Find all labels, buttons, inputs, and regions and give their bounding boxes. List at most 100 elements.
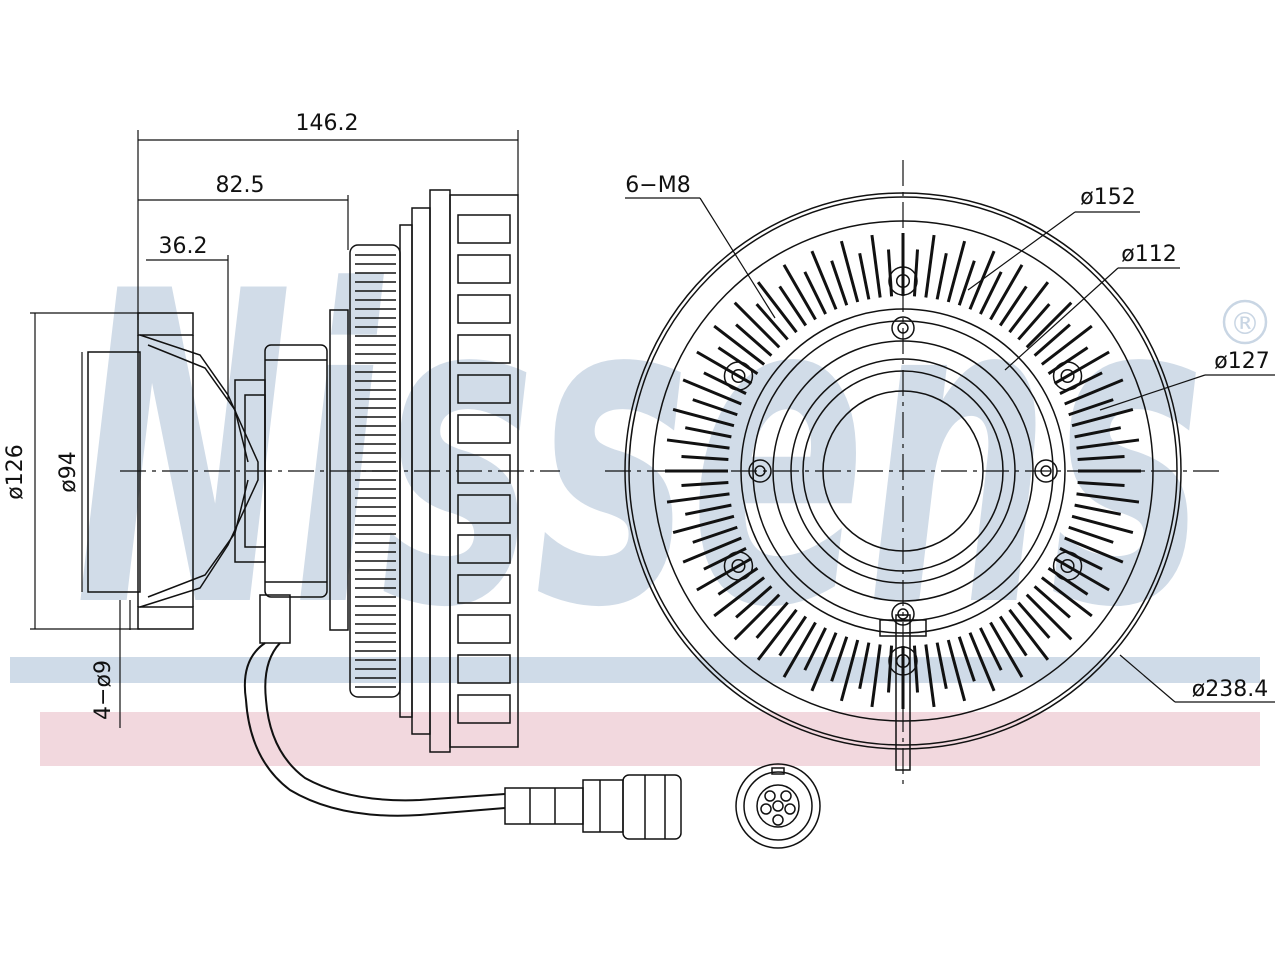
fan-fin [830, 260, 849, 306]
bolt-hole-inner [897, 608, 909, 620]
dim-pilot-diameter: ø94 [56, 451, 81, 492]
side-fin-slot [457, 694, 511, 724]
side-fin-slot [457, 374, 511, 404]
bolt-hole [891, 602, 915, 626]
dimension-lines [30, 130, 1275, 728]
bolt-hole-inner [1040, 465, 1052, 477]
fan-fin [666, 438, 730, 450]
fan-fin [778, 615, 808, 657]
watermark-red-band [40, 712, 1260, 766]
dim-fan-diameter: ø238.4 [1192, 677, 1268, 702]
side-fin-slot [457, 494, 511, 524]
fan-fin [1053, 350, 1110, 385]
fan-fin [1033, 323, 1071, 357]
fan-fin [1074, 426, 1122, 439]
bolt-holes [723, 266, 1083, 676]
fan-fin [935, 252, 948, 300]
fan-fin [858, 252, 871, 300]
fan-fin [735, 585, 773, 619]
bolt-hole-inner [731, 558, 746, 574]
fan-fin [979, 627, 1003, 671]
bolt-hole [748, 459, 772, 483]
fan-fin [1068, 525, 1114, 544]
bolt-hole [1052, 361, 1083, 391]
fan-fin [666, 492, 730, 504]
fan-fin [935, 642, 948, 690]
fan-fin [1076, 438, 1140, 450]
bolt-hole-inner [731, 368, 746, 384]
fan-fin [839, 639, 860, 702]
bolt-hole-inner [895, 273, 911, 289]
fan-fin [681, 480, 729, 488]
fan-fin [998, 285, 1028, 327]
fan-fin [810, 250, 838, 310]
fan-fin [756, 281, 798, 334]
fan-fin [681, 454, 729, 462]
bolt-hole [1034, 459, 1058, 483]
side-fin-slot [457, 654, 511, 684]
fan-fin [1040, 576, 1093, 618]
fan-fin [755, 601, 789, 639]
fan-fin [924, 234, 936, 298]
side-fin-slot [457, 614, 511, 644]
fan-body [329, 189, 519, 753]
fan-fin [946, 639, 967, 702]
fan-fin [735, 323, 773, 357]
dim-diameter-127: ø127 [1214, 349, 1269, 374]
fan-fin [1077, 480, 1125, 488]
fan-fin [713, 576, 766, 618]
fan-fin [1071, 407, 1134, 428]
side-fin-slot [457, 454, 511, 484]
fan-fin [1077, 454, 1125, 462]
fan-fin [778, 285, 808, 327]
fan-fin [1008, 281, 1050, 334]
fan-fins [665, 233, 1141, 709]
fan-fin [979, 271, 1003, 315]
clutch-hub [234, 344, 328, 598]
fan-fin [839, 240, 860, 303]
bolt-hole [723, 361, 754, 391]
side-fin-slot [457, 214, 511, 244]
fan-fin [998, 615, 1028, 657]
fan-fin [968, 632, 996, 692]
fan-fin [1025, 593, 1073, 641]
dim-outer-diameter-side: ø126 [3, 444, 28, 499]
fan-fin [803, 627, 827, 671]
fan-fin [696, 350, 753, 385]
fan-fin [672, 407, 735, 428]
bolt-hole-inner [1060, 368, 1075, 384]
fan-fin [1064, 378, 1124, 406]
fan-fin [989, 264, 1024, 321]
bolt-hole-inner [1060, 558, 1075, 574]
fan-fin [1076, 492, 1140, 504]
side-fin-slot [457, 334, 511, 364]
watermark-blue-band [10, 657, 1260, 683]
dim-holes-side: 4−ø9 [91, 660, 116, 720]
bolt-hole [888, 646, 918, 676]
dim-flange-length: 36.2 [159, 234, 208, 259]
fan-fin [1017, 601, 1051, 639]
fan-fin [870, 234, 882, 298]
fan-fin [684, 503, 732, 516]
fan-fin [682, 536, 742, 564]
fan-fin [870, 644, 882, 708]
fan-fin [1033, 585, 1071, 619]
fan-fin [989, 621, 1024, 678]
fan-fin [692, 525, 738, 544]
dim-threaded-holes: 6−M8 [625, 173, 690, 198]
fan-fin [782, 621, 817, 678]
dim-bolt-circle-152: ø152 [1080, 185, 1135, 210]
side-view [87, 189, 682, 840]
bolt-hole [1052, 551, 1083, 581]
fan-fin [858, 642, 871, 690]
fan-fin [692, 398, 738, 417]
fan-fin [810, 632, 838, 692]
fan-fin [755, 303, 789, 341]
fan-fin [696, 557, 753, 592]
bolt-hole [891, 316, 915, 340]
registered-mark: ® [1230, 307, 1260, 342]
fan-fin [1025, 301, 1073, 349]
sensor-stem [895, 614, 911, 771]
dimension-labels: 146.2 82.5 36.2 ø126 ø94 4−ø9 6−M8 ø152 … [3, 111, 1270, 720]
